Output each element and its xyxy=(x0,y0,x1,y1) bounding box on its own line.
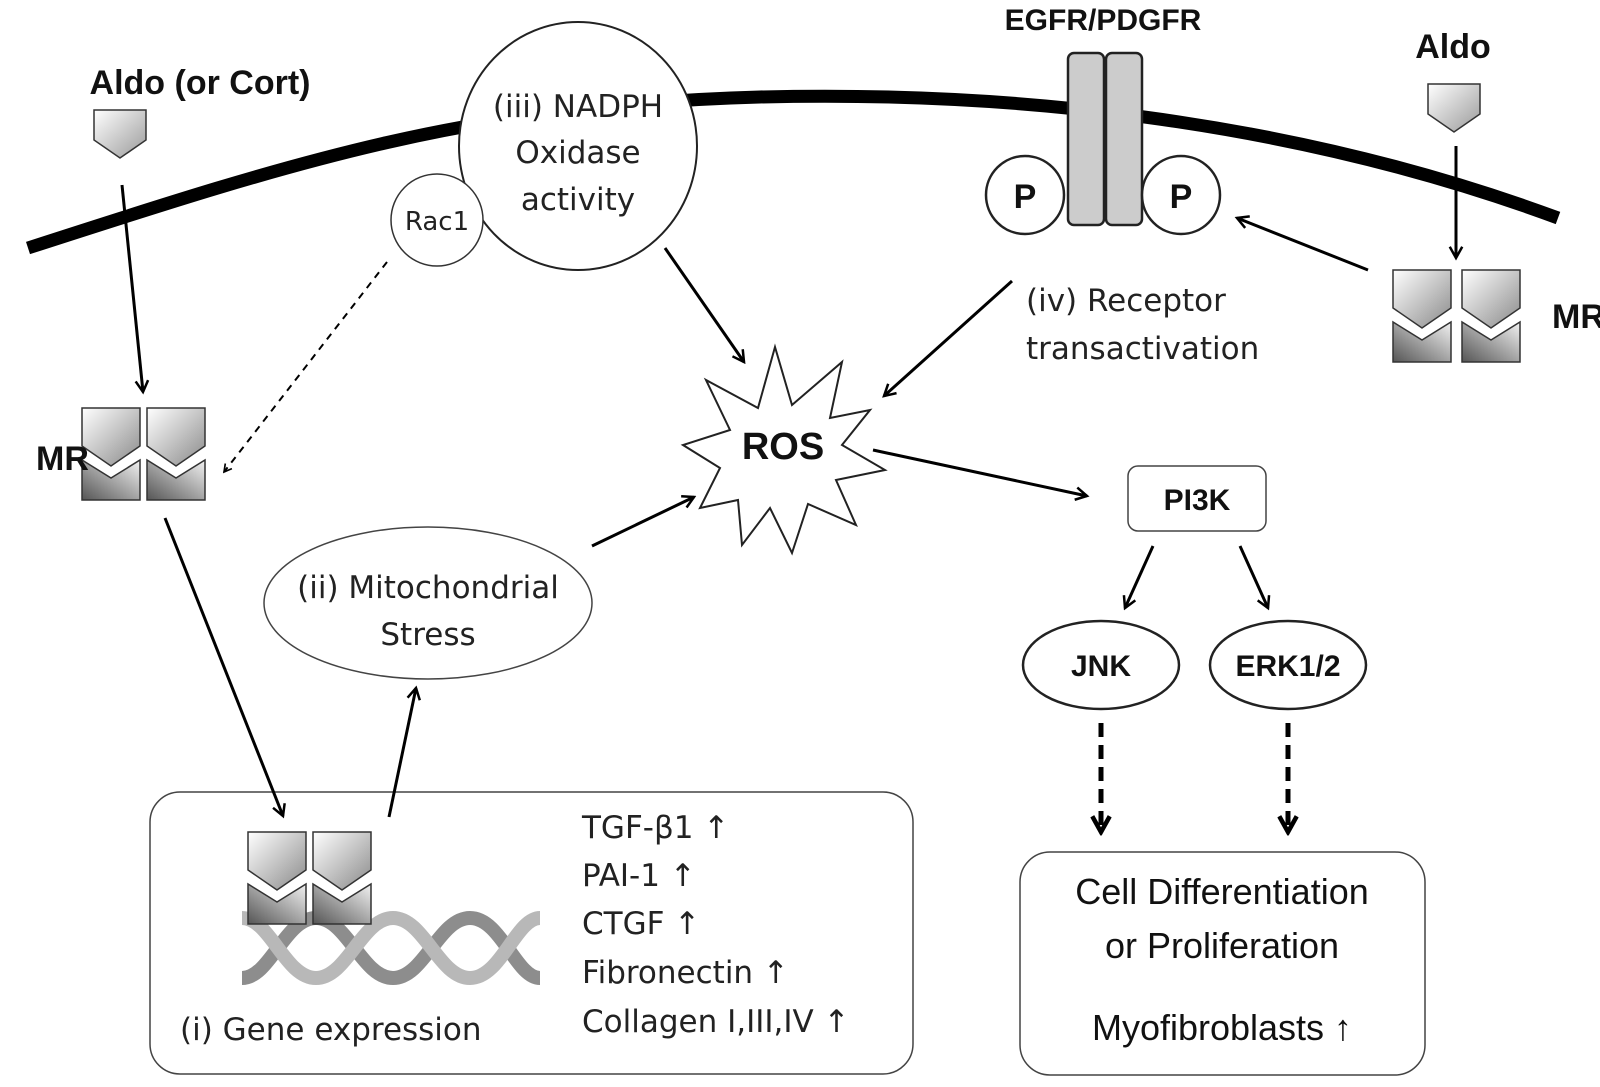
phospho-right xyxy=(1140,154,1222,236)
cell-membrane xyxy=(25,89,1561,255)
outcome-box xyxy=(1019,851,1426,1076)
mr-right-dimer xyxy=(1392,269,1521,363)
egfr-receptor xyxy=(1066,51,1144,227)
mito-line1: (ii) Mitochondrial xyxy=(297,570,559,606)
nadph-line3: activity xyxy=(521,182,635,218)
nadph-oxidase-node xyxy=(458,21,698,271)
nadph-line1: (iii) NADPH xyxy=(493,89,663,125)
gene-box-caption: (i) Gene expression xyxy=(180,1012,482,1048)
arrow-mr-to-gene xyxy=(163,517,283,816)
transactivation-line2: transactivation xyxy=(1026,331,1259,367)
arrow-receptor-to-ros xyxy=(884,279,1014,396)
ligand-left-label: Aldo (or Cort) xyxy=(90,64,311,102)
dna-helix-icon xyxy=(240,910,542,986)
pi3k-label: PI3K xyxy=(1164,484,1231,517)
arrow-rac1-to-mr-dashed xyxy=(224,261,388,472)
nadph-line2: Oxidase xyxy=(515,135,640,171)
gene-item: CTGF ↑ xyxy=(582,906,700,942)
erk-node xyxy=(1208,619,1368,711)
arrow-mito-to-ros xyxy=(591,497,694,548)
egfr-label: EGFR/PDGFR xyxy=(1005,4,1202,37)
outcome-line3: Myofibroblasts ↑ xyxy=(1092,1007,1352,1048)
gene-item: TGF-β1 ↑ xyxy=(581,810,729,846)
mito-line2: Stress xyxy=(380,617,475,653)
mr-left-dimer xyxy=(81,407,206,501)
jnk-node xyxy=(1021,619,1181,711)
ligand-right-label: Aldo xyxy=(1415,28,1491,66)
phospho-right-label: P xyxy=(1170,178,1193,216)
ros-burst xyxy=(680,343,888,556)
mr-right-label: MR xyxy=(1552,298,1600,336)
mr-left-label: MR xyxy=(36,440,89,478)
phospho-left xyxy=(984,154,1066,236)
rac1-label: Rac1 xyxy=(405,207,469,237)
outcome-line2: or Proliferation xyxy=(1105,925,1339,966)
erk-label: ERK1/2 xyxy=(1235,650,1340,683)
jnk-label: JNK xyxy=(1071,650,1131,683)
transactivation-line1: (iv) Receptor xyxy=(1026,283,1226,319)
arrow-pi3k-to-jnk xyxy=(1125,545,1155,608)
mito-node xyxy=(263,526,593,680)
gene-item: PAI-1 ↑ xyxy=(582,858,696,894)
arrow-ros-to-pi3k xyxy=(872,448,1087,496)
arrow-nadph-to-ros xyxy=(663,247,744,362)
ros-label: ROS xyxy=(742,426,824,468)
arrow-pi3k-to-erk xyxy=(1238,545,1268,608)
rac1-node xyxy=(390,173,484,267)
gene-item: Collagen I,III,IV ↑ xyxy=(582,1004,850,1040)
phospho-left-label: P xyxy=(1014,178,1037,216)
pi3k-box xyxy=(1127,465,1267,532)
arrow-gene-to-mito xyxy=(387,688,416,818)
gene-item: Fibronectin ↑ xyxy=(582,955,789,991)
outcome-line1: Cell Differentiation xyxy=(1075,871,1368,912)
ligand-left-icon xyxy=(93,109,147,159)
arrow-ligand-to-mr-left xyxy=(120,184,143,392)
ligand-right-icon xyxy=(1427,83,1481,133)
arrow-mr-to-egfr xyxy=(1237,218,1369,272)
